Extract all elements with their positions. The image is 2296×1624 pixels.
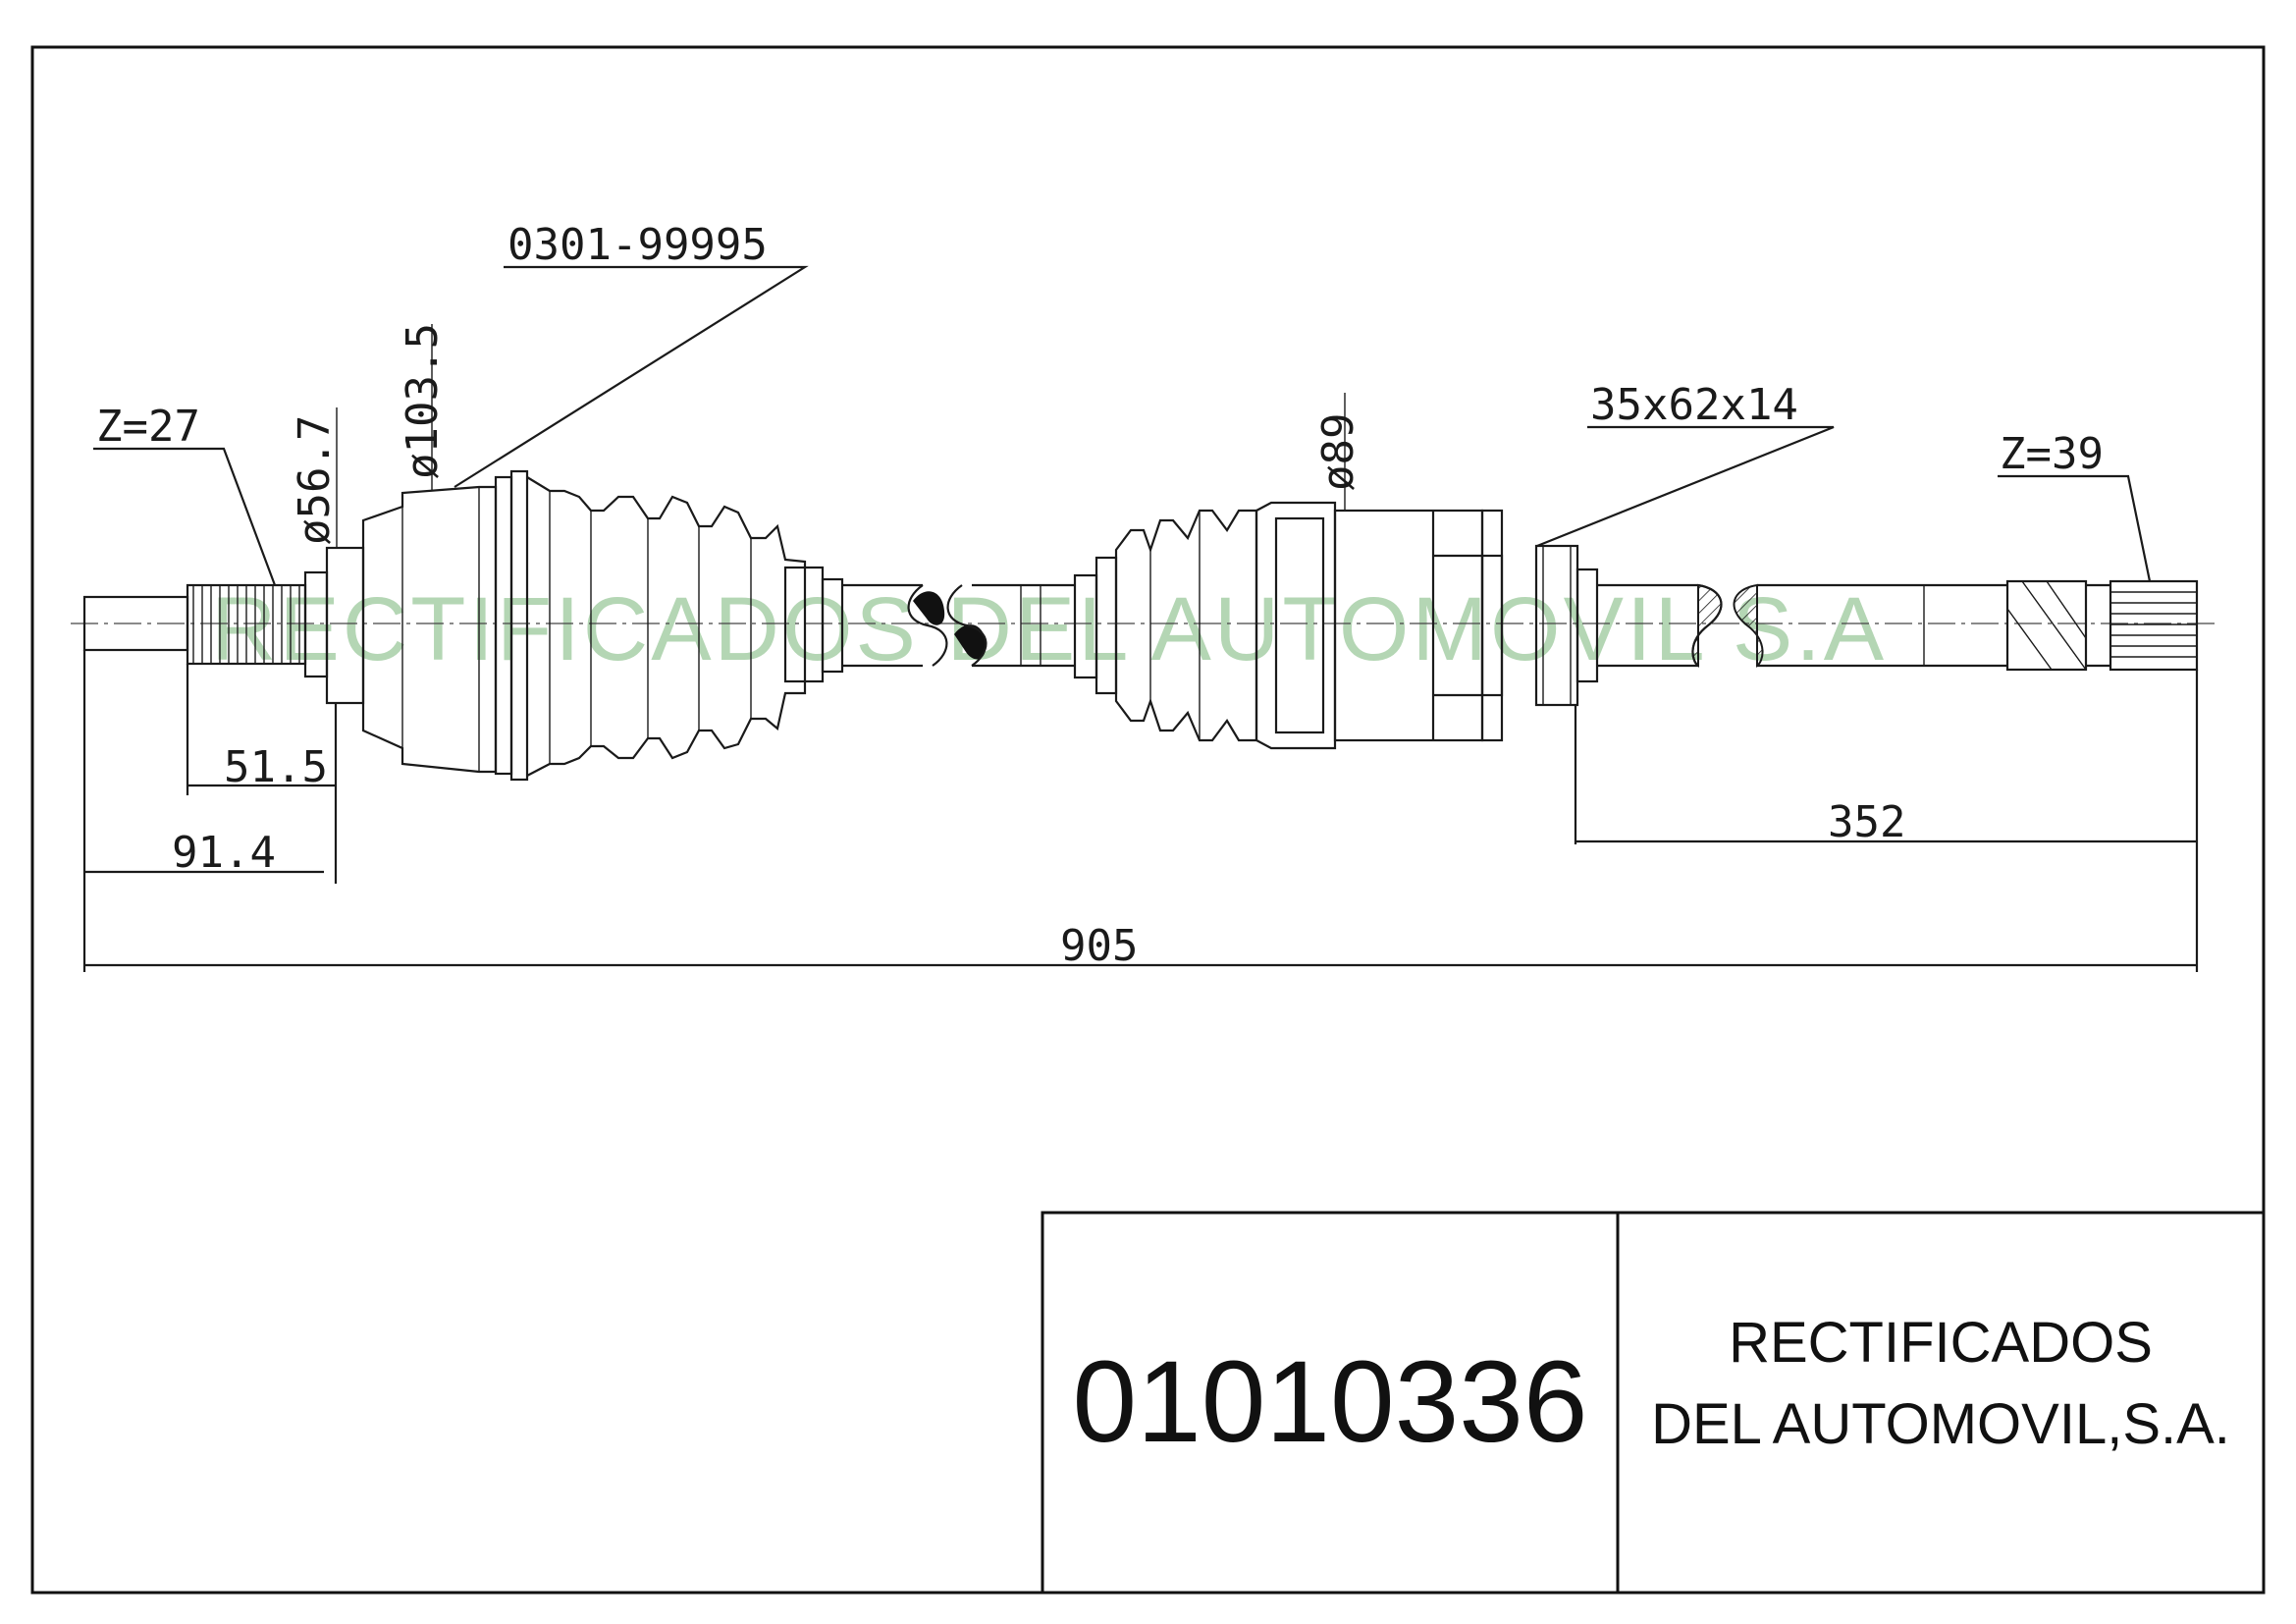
inner-cv-joint [1255,501,1337,750]
break-mark-left [907,584,948,667]
right-spline-teeth [2110,591,2197,658]
right-spline [2109,579,2199,672]
dim-91-4: 91.4 [172,828,276,878]
company-name-line2: DEL AUTOMOVIL,S.A. [1651,1392,2230,1456]
dim-352: 352 [1828,797,1905,847]
break-hatch-right [1733,583,1764,668]
spline-count-left: Z=27 [96,402,200,452]
bearing-size: 35x62x14 [1590,380,1798,430]
title-block [1041,1211,2266,1595]
watermark: RECTIFICADOS DEL AUTOMOVIL S.A [211,579,1887,679]
dim-51-5: 51.5 [224,742,328,792]
left-spline-teeth [192,585,300,664]
diameter-outer-joint: ø103.5 [398,323,448,479]
dimension-lines [82,650,2199,972]
leader-lines [93,265,2152,586]
spline-count-right: Z=39 [2000,429,2104,479]
outer-boot [526,476,807,777]
diameter-lines [336,324,1346,548]
diameter-seal: ø56.7 [290,415,340,545]
diameter-inner-joint: ø89 [1313,413,1363,491]
company-name-line1: RECTIFICADOS [1729,1311,2153,1375]
dim-905: 905 [1060,921,1138,971]
drive-shaft [82,469,2199,782]
part-number: 01010336 [1072,1337,1587,1467]
boot-kit-code: 0301-99995 [507,220,768,270]
